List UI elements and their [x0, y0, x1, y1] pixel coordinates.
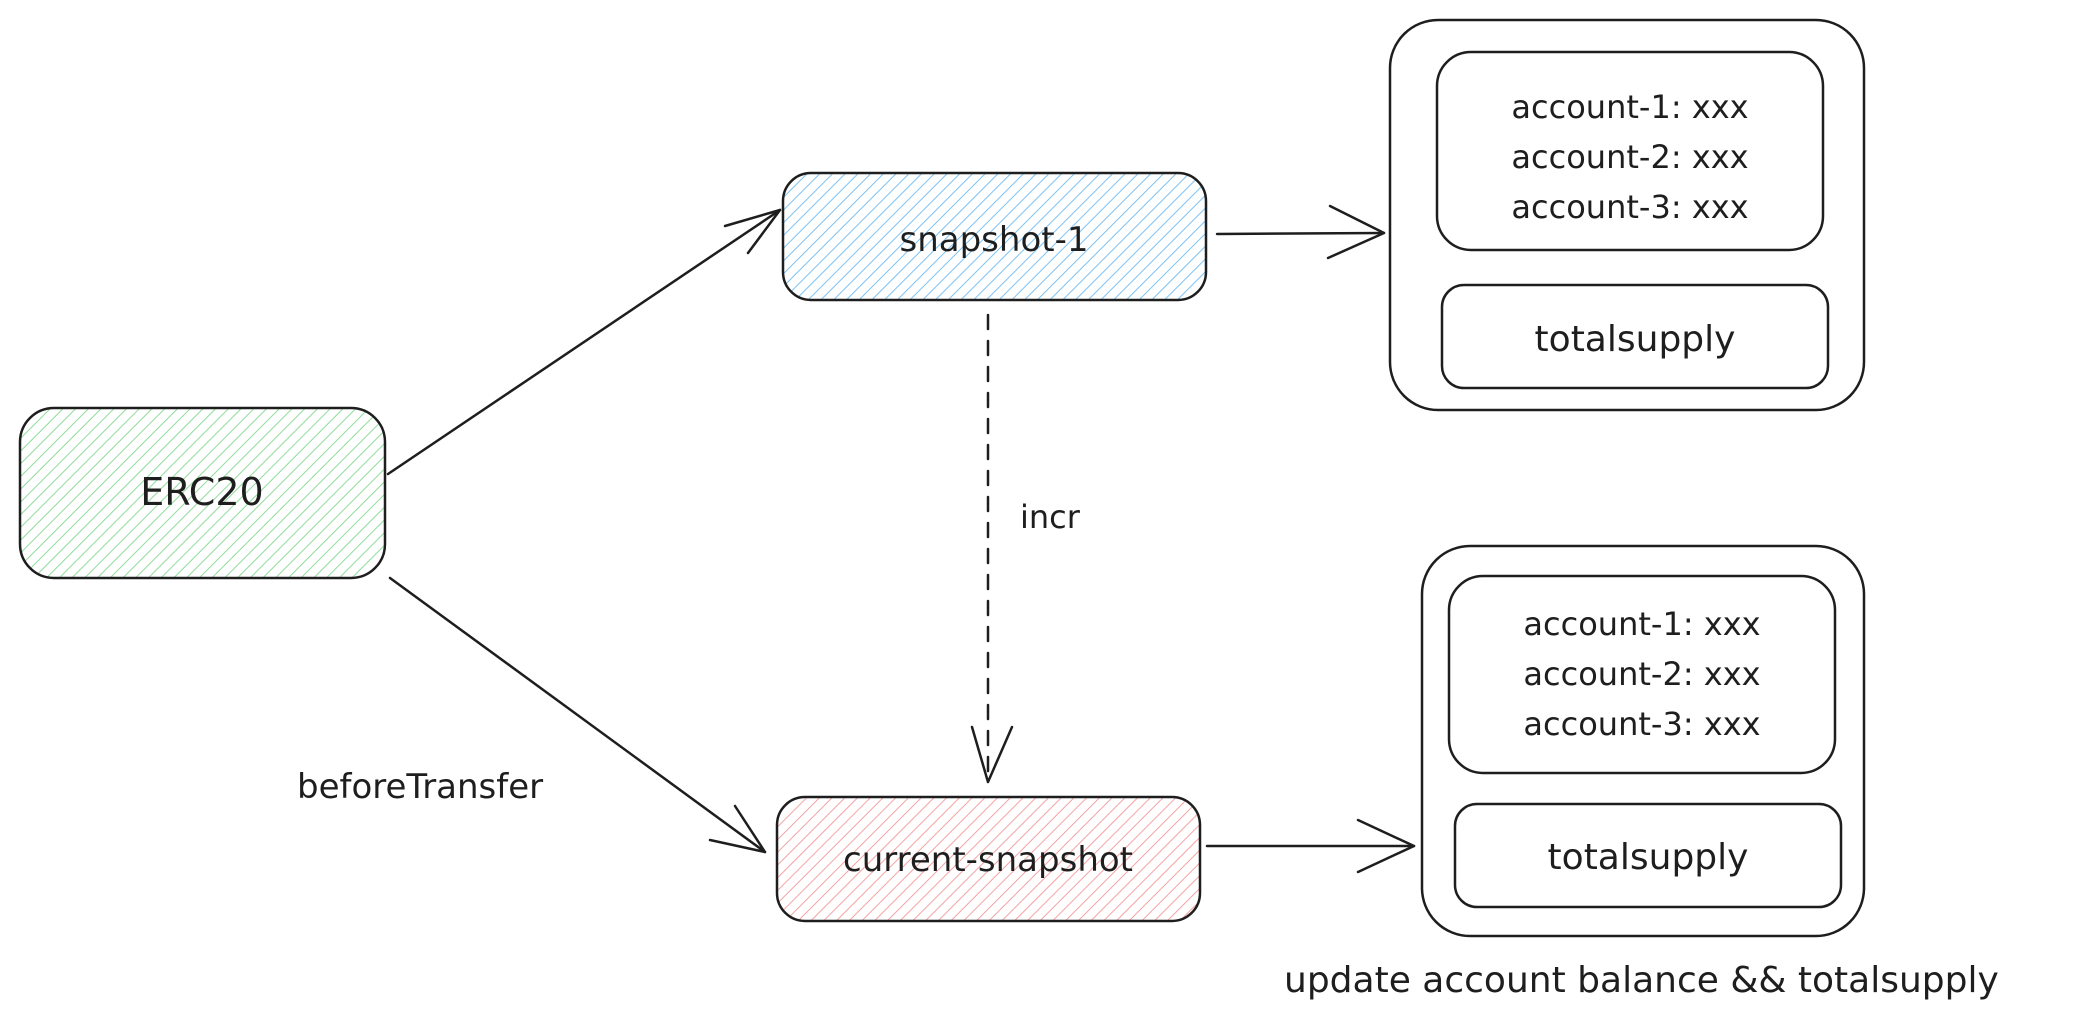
snapshot-1-node[interactable]: snapshot-1 [781, 171, 1208, 302]
before-transfer-label: beforeTransfer [297, 767, 543, 807]
bottom-account-2: account-2: xxx [1523, 655, 1760, 693]
bottom-account-3: account-3: xxx [1523, 705, 1760, 743]
snapshot-1-storage: account-1: xxx account-2: xxx account-3:… [1388, 18, 1866, 412]
snapshot-1-label: snapshot-1 [900, 220, 1089, 260]
top-account-1: account-1: xxx [1511, 88, 1748, 126]
erc20-node[interactable]: ERC20 [18, 406, 387, 580]
erc20-to-current-snapshot-arrow [388, 576, 767, 854]
snapshot-1-totalsupply-box: totalsupply [1440, 283, 1830, 390]
snapshot-1-to-storage-arrow [1215, 204, 1386, 260]
bottom-account-1: account-1: xxx [1523, 605, 1760, 643]
update-caption: update account balance && totalsupply [1284, 960, 1999, 1001]
erc20-label: ERC20 [140, 470, 263, 514]
current-snapshot-label: current-snapshot [843, 840, 1133, 880]
top-account-2: account-2: xxx [1511, 138, 1748, 176]
erc20-to-snapshot-1-arrow [386, 208, 782, 476]
top-account-3: account-3: xxx [1511, 188, 1748, 226]
top-totalsupply: totalsupply [1535, 319, 1736, 360]
current-snapshot-to-storage-arrow [1205, 818, 1416, 874]
current-totalsupply-box: totalsupply [1453, 802, 1843, 909]
bottom-totalsupply: totalsupply [1548, 837, 1749, 878]
current-balances-box: account-1: xxx account-2: xxx account-3:… [1447, 574, 1837, 775]
snapshot-1-balances-box: account-1: xxx account-2: xxx account-3:… [1435, 50, 1825, 252]
current-snapshot-node[interactable]: current-snapshot [775, 795, 1202, 923]
incr-arrow [970, 313, 1014, 784]
incr-label: incr [1020, 498, 1081, 536]
current-snapshot-storage: account-1: xxx account-2: xxx account-3:… [1420, 544, 1866, 938]
